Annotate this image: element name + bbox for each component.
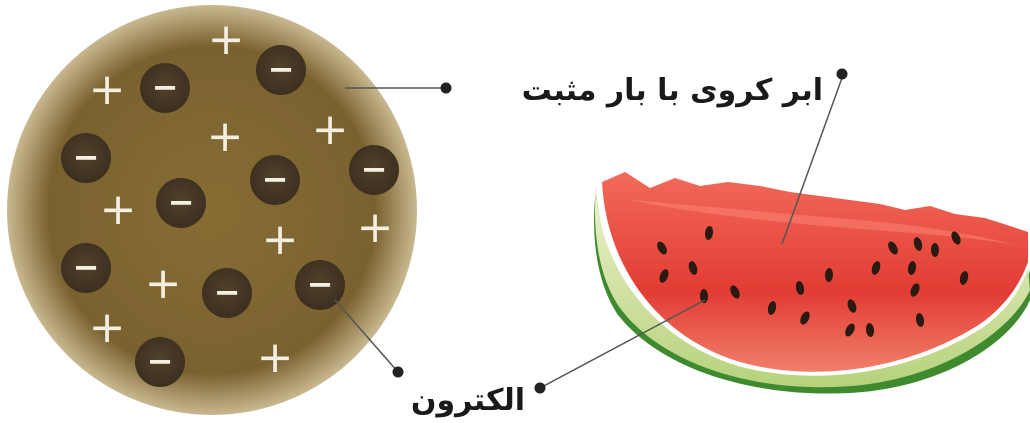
label-positive-cloud: ابر کروی با بار مثبت — [522, 73, 823, 108]
minus-sign: − — [307, 265, 334, 303]
minus-sign: − — [73, 248, 100, 286]
electron: − — [256, 45, 306, 95]
minus-sign: − — [262, 160, 289, 198]
plus-sign: + — [89, 302, 126, 353]
leader-dot-cloud-left — [441, 83, 452, 94]
plus-sign: + — [312, 104, 349, 155]
electron: − — [349, 145, 399, 195]
minus-sign: − — [152, 68, 179, 106]
electron: − — [61, 133, 111, 183]
plus-sign: + — [262, 214, 299, 265]
electron: − — [156, 178, 206, 228]
label-electron: الکترون — [411, 383, 525, 418]
leader-dot-electron-left — [393, 367, 404, 378]
electron: − — [135, 337, 185, 387]
watermelon-slice — [594, 172, 1030, 394]
minus-sign: − — [168, 183, 195, 221]
electron: − — [61, 243, 111, 293]
plus-sign: + — [100, 184, 137, 235]
electron: − — [250, 155, 300, 205]
plus-sign: + — [208, 14, 245, 65]
plus-sign: + — [145, 258, 182, 309]
minus-sign: − — [214, 273, 241, 311]
minus-sign: − — [147, 342, 174, 380]
sphere-body — [7, 5, 417, 415]
plus-sign: + — [207, 111, 244, 162]
minus-sign: − — [73, 138, 100, 176]
electron: − — [140, 63, 190, 113]
minus-sign: − — [268, 50, 295, 88]
minus-sign: − — [361, 150, 388, 188]
leader-dot-electron-right — [535, 383, 546, 394]
plus-sign: + — [357, 202, 394, 253]
leader-dot-cloud-right — [837, 69, 848, 80]
electron: − — [202, 268, 252, 318]
plus-sign: + — [89, 64, 126, 115]
plus-sign: + — [257, 332, 294, 383]
positive-charge-sphere — [7, 5, 417, 415]
